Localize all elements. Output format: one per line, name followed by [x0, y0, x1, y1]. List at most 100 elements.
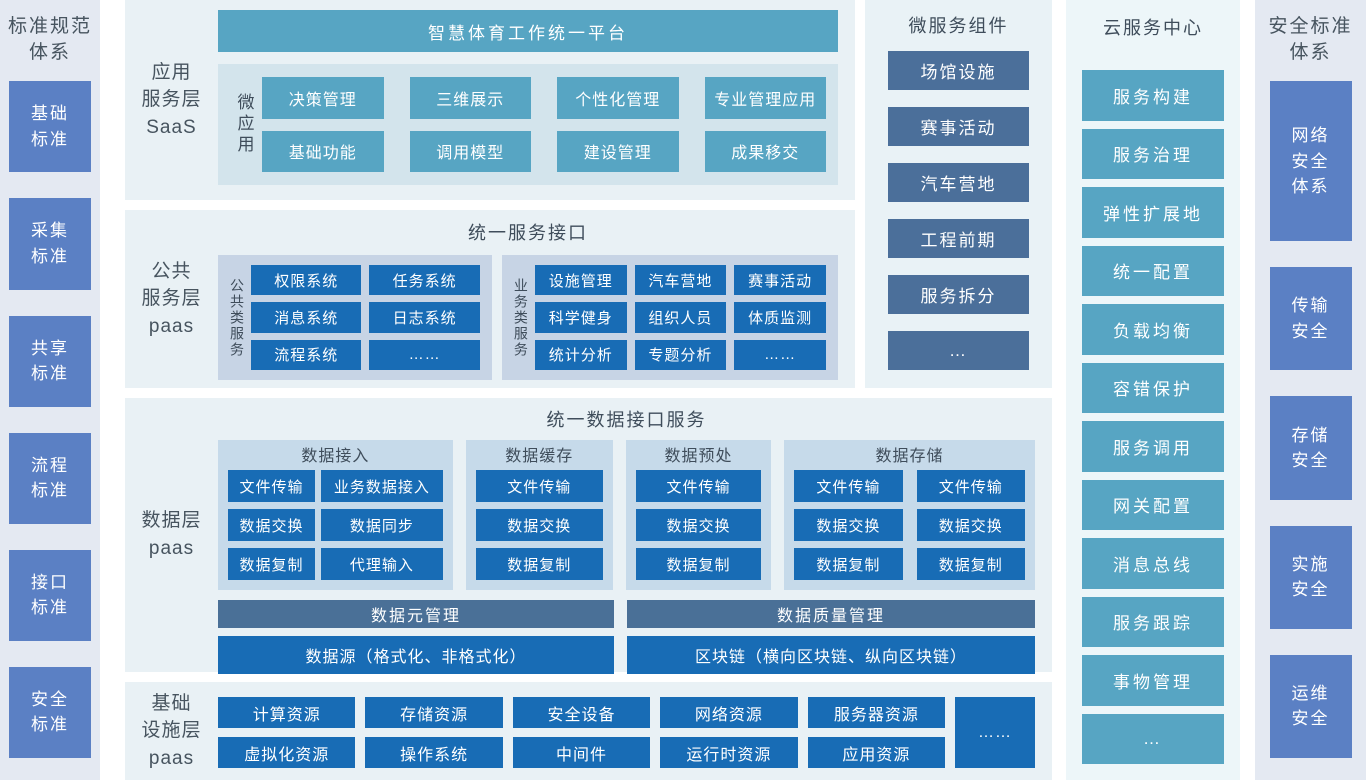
standard-box-interface: 接口 标准: [9, 549, 91, 641]
data-storage-replication-1: 数据复制: [794, 548, 903, 580]
infra-middleware: 中间件: [512, 737, 651, 768]
saas-node-model-invocation: 调用模型: [409, 130, 531, 172]
micro-app-vertical-label: 微应用: [234, 93, 254, 156]
common-svc-task: 任务系统: [369, 265, 480, 296]
saas-node-professional-mgmt: 专业管理应用: [704, 77, 826, 119]
biz-svc-car-camp: 汽车营地: [634, 265, 727, 296]
common-services-group: 公共类服务 权限系统 任务系统 消息系统 日志系统 流程系统 ……: [218, 255, 492, 380]
micro-node-more: …: [888, 331, 1029, 370]
infra-storage-resources: 存储资源: [365, 697, 503, 728]
data-preprocess-group: 数据预处 文件传输 数据交换 数据复制: [625, 440, 772, 590]
security-standards-list: 网络 安全 体系 传输 安全 存储 安全 实施 安全 运维 安全: [1269, 81, 1352, 758]
common-svc-log: 日志系统: [369, 302, 480, 333]
data-access-group: 数据接入 文件传输 业务数据接入 数据交换 数据同步 数据复制 代理输入: [218, 440, 453, 590]
data-storage-group: 数据存储 文件传输 文件传输 数据交换 数据交换 数据复制 数据复制: [784, 440, 1035, 590]
common-svc-more: ……: [369, 339, 480, 370]
infra-more-box: ……: [955, 697, 1036, 768]
cloud-node-gateway-config: 网关配置: [1082, 479, 1224, 530]
saas-layer-label: 应用 服务层 SaaS: [141, 61, 202, 138]
infrastructure-layer-label: 基础 设施层 paas: [141, 692, 202, 769]
microservice-components-panel: 微服务组件 场馆设施 赛事活动 汽车营地 工程前期 服务拆分 …: [865, 0, 1052, 388]
cloud-node-service-invocation: 服务调用: [1082, 421, 1224, 472]
saas-layer-panel: 应用 服务层 SaaS 智慧体育工作统一平台 微应用 决策管理 三维展示 个性化…: [125, 0, 855, 200]
security-standards-title: 安全标准 体系: [1268, 16, 1353, 63]
data-cache-exchange: 数据交换: [475, 509, 603, 541]
data-access-proxy-input: 代理输入: [320, 548, 443, 580]
business-services-group: 业务类服务 设施管理 汽车营地 赛事活动 科学健身 组织人员 体质监测 统计分析…: [501, 255, 838, 380]
cloud-node-service-build: 服务构建: [1082, 70, 1224, 121]
platform-header-bar: 智慧体育工作统一平台: [218, 10, 838, 52]
biz-svc-more: ……: [734, 339, 826, 370]
saas-node-3d-display: 三维展示: [409, 77, 531, 119]
data-storage-replication-2: 数据复制: [916, 548, 1025, 580]
biz-svc-events: 赛事活动: [734, 265, 826, 296]
micro-node-events: 赛事活动: [888, 107, 1029, 146]
cloud-node-load-balancing: 负载均衡: [1082, 304, 1224, 355]
metadata-management-bar: 数据元管理: [218, 600, 614, 628]
micro-node-pre-engineering: 工程前期: [888, 219, 1029, 258]
cloud-node-service-governance: 服务治理: [1082, 128, 1224, 179]
saas-node-deliverables: 成果移交: [704, 130, 826, 172]
security-box-implementation: 实施 安全: [1269, 525, 1352, 629]
common-svc-message: 消息系统: [251, 302, 362, 333]
security-box-operations: 运维 安全: [1269, 654, 1352, 758]
data-preprocess-exchange: 数据交换: [635, 509, 762, 541]
security-box-transmission: 传输 安全: [1269, 267, 1352, 371]
data-storage-exchange-2: 数据交换: [916, 509, 1025, 541]
cloud-node-more: …: [1082, 713, 1224, 764]
data-preprocess-file-transfer: 文件传输: [635, 470, 762, 502]
infra-network-resources: 网络资源: [660, 697, 798, 728]
saas-node-decision: 决策管理: [262, 77, 384, 119]
micro-node-venue-facilities: 场馆设施: [888, 51, 1029, 90]
standards-spec-title: 标准规范 体系: [7, 16, 92, 63]
micro-node-car-camp: 汽车营地: [888, 163, 1029, 202]
data-access-business-ingest: 业务数据接入: [320, 470, 443, 502]
infra-application-resources: 应用资源: [807, 737, 946, 768]
public-service-layer-panel: 公共 服务层 paas 统一服务接口 公共类服务 权限系统 任务系统 消息系统 …: [125, 210, 855, 388]
cloud-service-center-title: 云服务中心: [1103, 18, 1203, 38]
standard-box-security: 安全 标准: [9, 666, 91, 759]
standards-spec-panel: 标准规范 体系 基础 标准 采集 标准 共享 标准 流程 标准 接口 标准 安全…: [0, 0, 100, 780]
data-cache-group: 数据缓存 文件传输 数据交换 数据复制: [465, 440, 613, 590]
standard-box-collection: 采集 标准: [9, 198, 91, 290]
cloud-node-message-bus: 消息总线: [1082, 538, 1224, 589]
data-storage-file-transfer-1: 文件传输: [794, 470, 903, 502]
data-cache-title: 数据缓存: [505, 448, 574, 465]
infra-security-devices: 安全设备: [512, 697, 651, 728]
common-services-vertical-label: 公共类服务: [229, 277, 245, 358]
cloud-node-unified-config: 统一配置: [1082, 245, 1224, 296]
standard-box-process: 流程 标准: [9, 432, 91, 524]
data-storage-exchange-1: 数据交换: [794, 509, 903, 541]
unified-data-interface-title: 统一数据接口服务: [546, 410, 707, 430]
cloud-service-center-panel: 云服务中心 服务构建 服务治理 弹性扩展地 统一配置 负载均衡 容错保护 服务调…: [1066, 0, 1240, 780]
blockchain-bar: 区块链（横向区块链、纵向区块链）: [626, 636, 1035, 674]
public-layer-label: 公共 服务层 paas: [141, 260, 202, 337]
biz-svc-facility: 设施管理: [534, 265, 627, 296]
micro-app-grid: 决策管理 三维展示 个性化管理 专业管理应用 基础功能 调用模型 建设管理 成果…: [262, 77, 826, 172]
data-layer-label: 数据层 paas: [141, 510, 202, 559]
biz-svc-topic-analysis: 专题分析: [634, 339, 727, 370]
data-access-title: 数据接入: [301, 448, 370, 465]
data-source-bar: 数据源（格式化、非格式化）: [218, 636, 614, 674]
data-access-file-transfer: 文件传输: [228, 470, 315, 502]
common-svc-permission: 权限系统: [251, 265, 362, 296]
infra-compute-resources: 计算资源: [218, 697, 356, 728]
data-access-replication: 数据复制: [228, 548, 315, 580]
data-cache-replication: 数据复制: [475, 548, 603, 580]
biz-svc-statistics: 统计分析: [534, 339, 627, 370]
data-preprocess-title: 数据预处: [664, 448, 733, 465]
data-quality-management-bar: 数据质量管理: [626, 600, 1035, 628]
standard-box-sharing: 共享 标准: [9, 315, 91, 407]
infra-virtualization-resources: 虚拟化资源: [218, 737, 356, 768]
data-layer-panel: 数据层 paas 统一数据接口服务 数据接入 文件传输 业务数据接入 数据交换 …: [125, 398, 1052, 674]
infrastructure-layer-panel: 基础 设施层 paas 计算资源 虚拟化资源 存储资源 操作系统 安全设备 中间…: [125, 682, 1052, 780]
micro-app-subpanel: 微应用 决策管理 三维展示 个性化管理 专业管理应用 基础功能 调用模型 建设管…: [218, 64, 838, 185]
cloud-node-service-tracing: 服务跟踪: [1082, 596, 1224, 647]
biz-svc-physique: 体质监测: [734, 302, 826, 333]
data-access-exchange: 数据交换: [228, 509, 315, 541]
security-standards-panel: 安全标准 体系 网络 安全 体系 传输 安全 存储 安全 实施 安全 运维 安全: [1255, 0, 1366, 780]
standards-spec-list: 基础 标准 采集 标准 共享 标准 流程 标准 接口 标准 安全 标准: [9, 81, 91, 759]
infra-server-resources: 服务器资源: [807, 697, 946, 728]
microservice-components-title: 微服务组件: [908, 16, 1009, 36]
biz-svc-fitness: 科学健身: [534, 302, 627, 333]
